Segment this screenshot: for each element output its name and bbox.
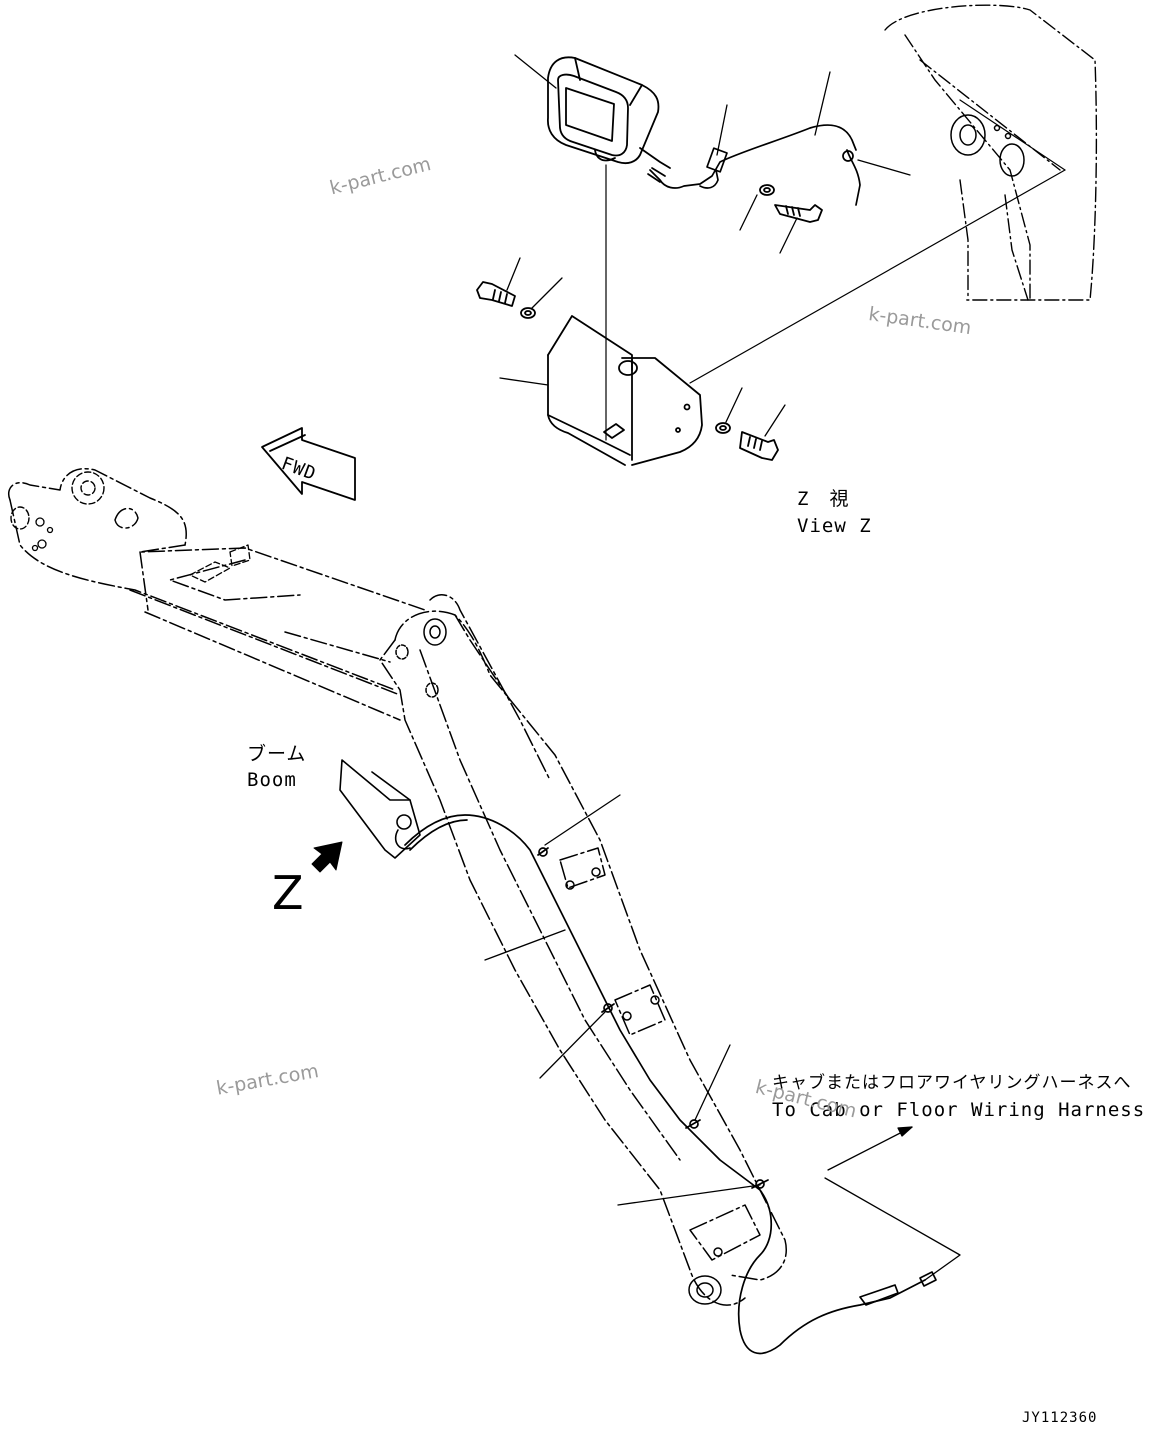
boom-lamp-bracket	[339, 759, 421, 859]
fwd-arrow-icon	[261, 427, 356, 501]
drawing-id: JY112360	[1022, 1410, 1098, 1426]
boom-pins	[395, 618, 723, 1305]
lamp-mount-bolt-right	[759, 184, 823, 223]
bracket-bolt-left	[476, 281, 536, 319]
cab-pillar-outline	[884, 4, 1098, 301]
cab-pillar-bosses	[950, 114, 1025, 177]
view-z-title-en: View Z	[797, 515, 872, 537]
harness-direction-arrow	[824, 1126, 961, 1281]
z-marker: Z	[272, 866, 304, 920]
arm-bolts	[31, 517, 54, 552]
view-z-arrow-icon	[311, 841, 343, 873]
boom-outline	[379, 594, 787, 1306]
harness-note-en: To Cab or Floor Wiring Harness	[772, 1099, 1146, 1121]
leader-lines-main	[484, 794, 761, 1206]
arm-pin-bosses	[10, 471, 105, 530]
boom-label-en: Boom	[247, 769, 297, 791]
bracket-bolt-right	[715, 422, 779, 461]
lamp-bracket	[547, 315, 703, 466]
leader-lines-view-z	[499, 54, 911, 437]
view-z-title-jp: Z 視	[797, 488, 850, 510]
lamp-wire-harness	[647, 124, 861, 206]
boom-harness	[404, 814, 937, 1355]
view-z-projection-lines	[605, 99, 1066, 441]
work-lamp	[547, 56, 671, 169]
arm-outline	[8, 468, 426, 721]
arm-brackets	[189, 544, 251, 583]
boom-label-jp: ブーム	[247, 743, 307, 765]
harness-note-jp: キャブまたはフロアワイヤリングハーネスへ	[772, 1073, 1132, 1093]
